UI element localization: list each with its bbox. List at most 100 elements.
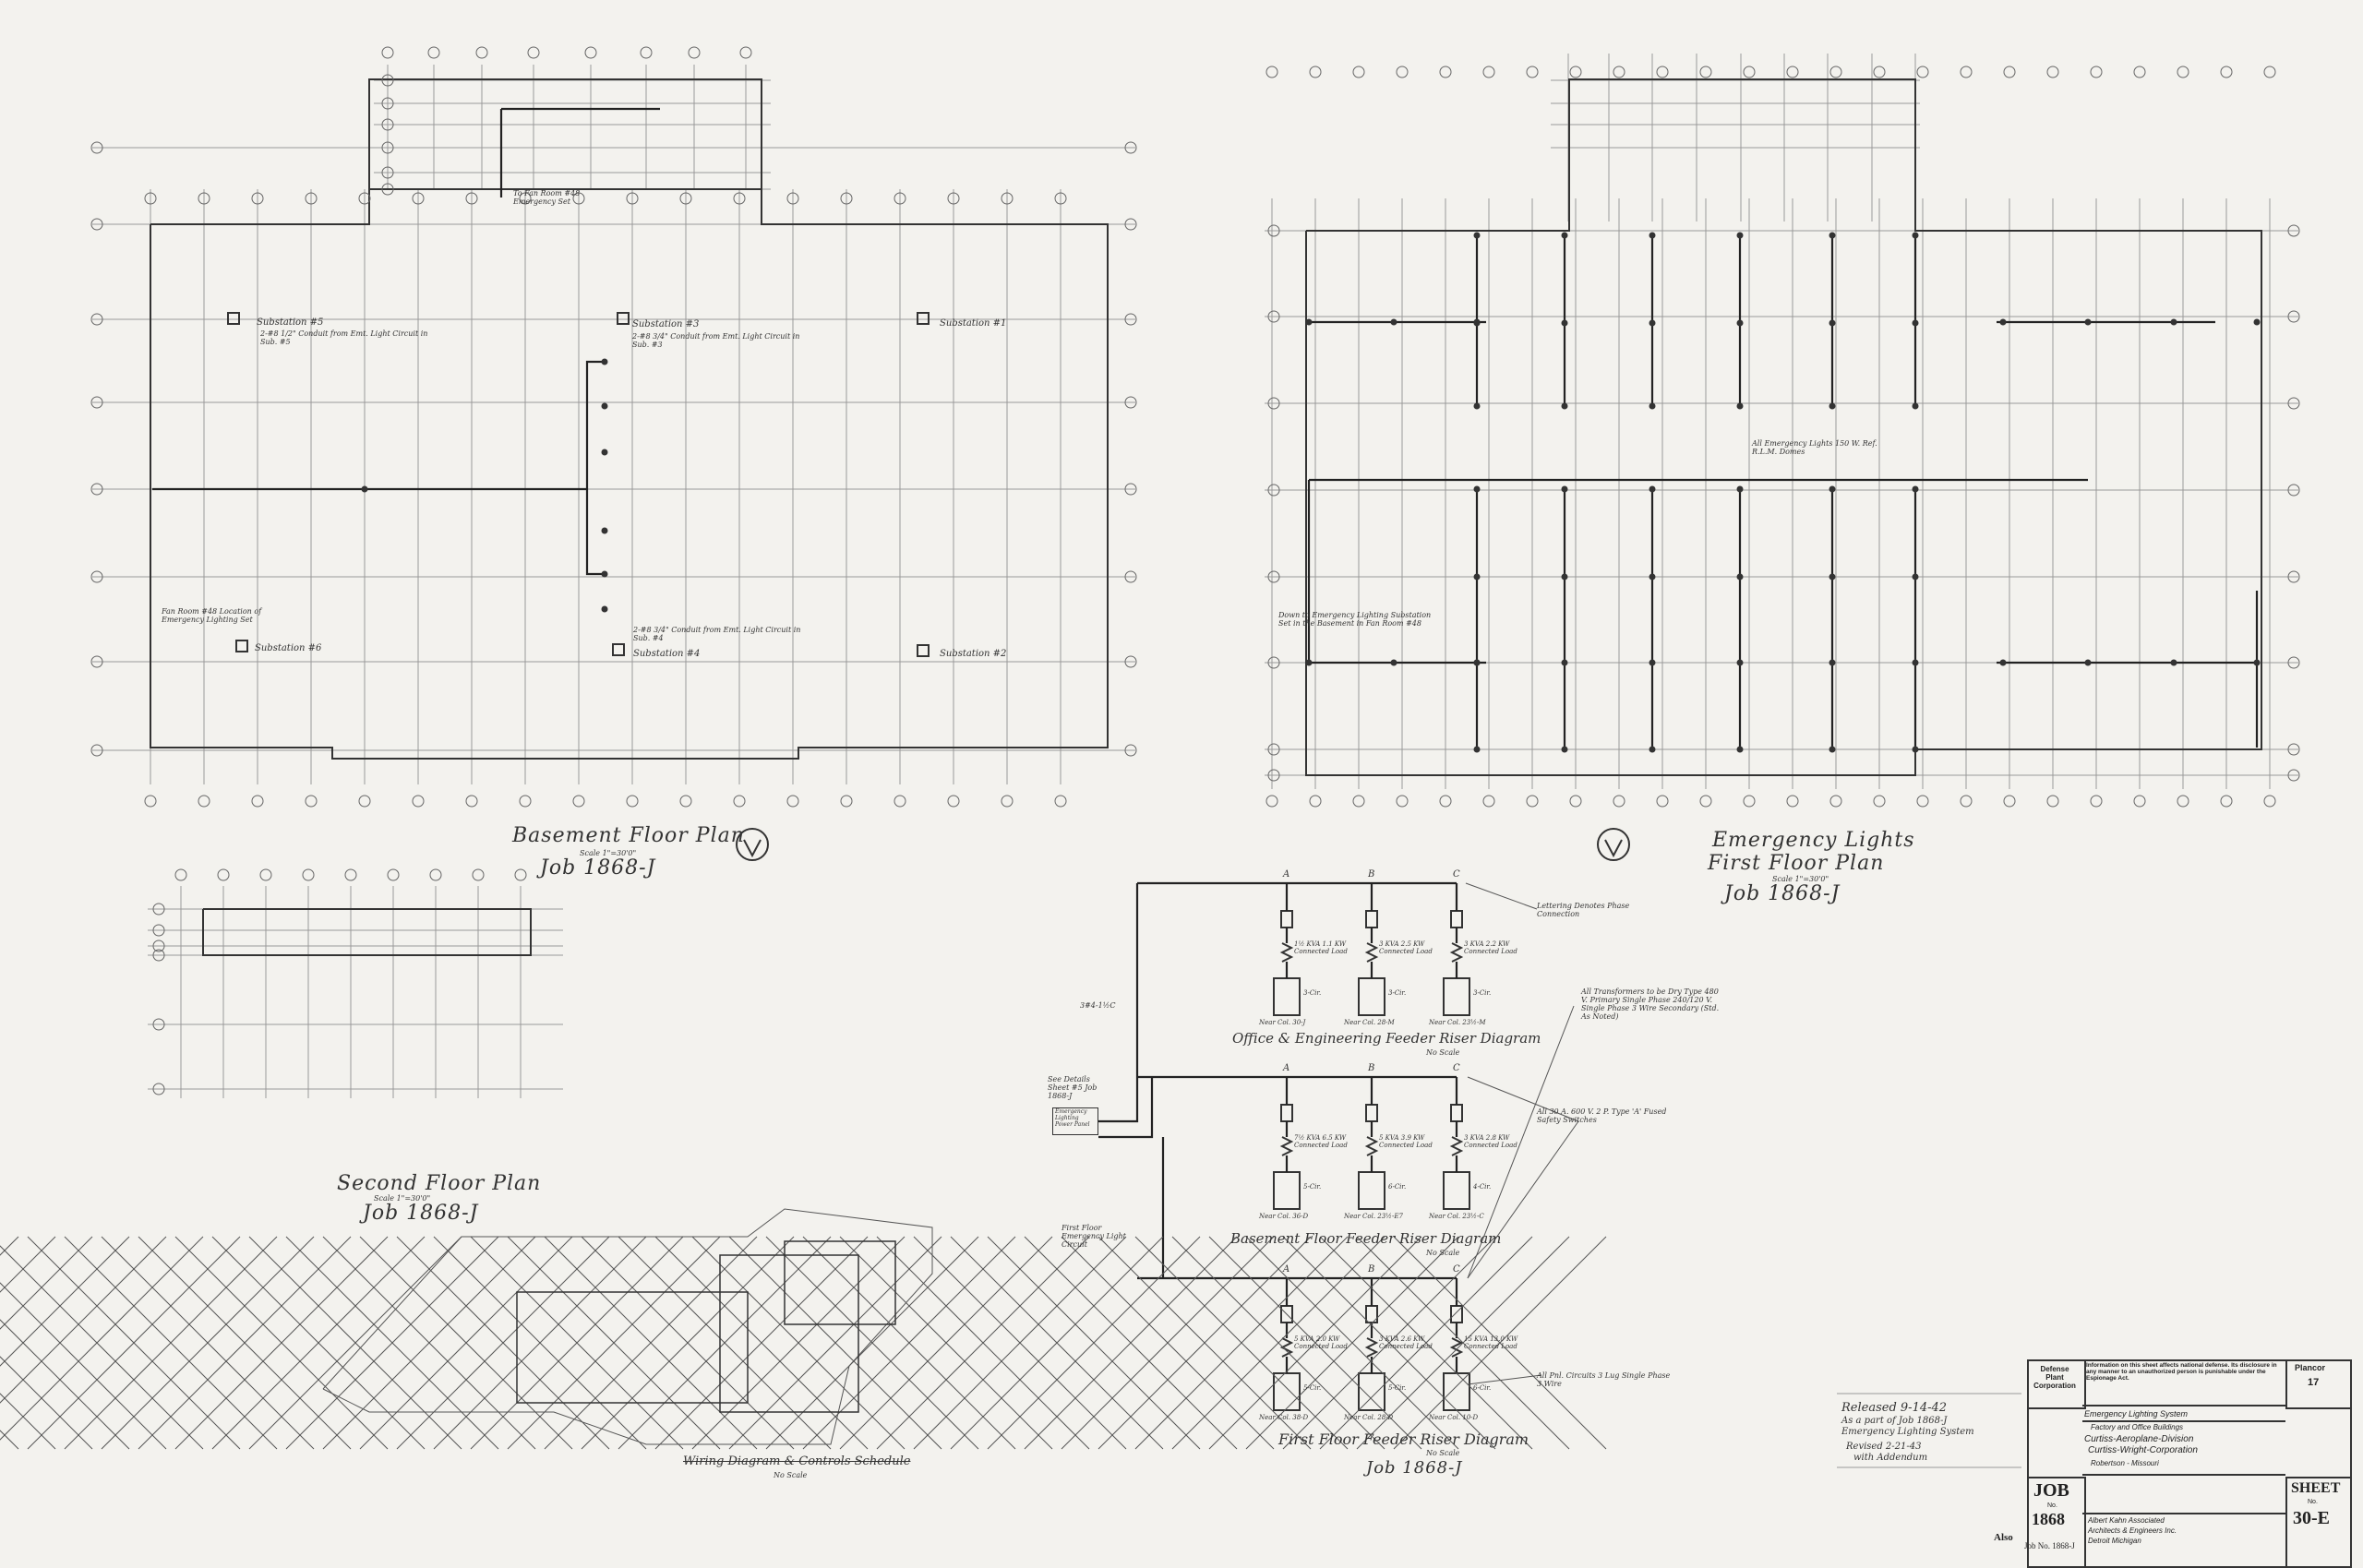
grid-bubble — [152, 949, 165, 962]
grid-bubble — [1267, 224, 1280, 237]
light-fixture — [1390, 318, 1397, 326]
grid-bubble — [1267, 484, 1280, 497]
basement-outline — [150, 188, 1109, 760]
grid-bubble — [584, 46, 597, 59]
grid-bubble — [2133, 795, 2146, 808]
grid-bubble — [90, 218, 103, 231]
first-floor-outline — [1305, 78, 2262, 776]
light-fixture — [1473, 402, 1481, 410]
basement-plan-scale: Scale 1"=30'0" — [580, 849, 637, 857]
wiring-hatch — [1171, 1236, 1385, 1450]
grid-bubble — [840, 795, 853, 808]
safety-switch — [1450, 1104, 1463, 1122]
wiring-hatch — [691, 1236, 906, 1450]
riser-location-label: Near Col. 10-D — [1429, 1414, 1479, 1421]
safety-switch — [1365, 910, 1378, 928]
lighting-panel — [1443, 1171, 1470, 1210]
grid-bubble — [1124, 218, 1137, 231]
transformer-coil — [1279, 1136, 1294, 1156]
released-line5: with Addendum — [1853, 1453, 1928, 1463]
riser-circuit-label: 4-Cir. — [1473, 1183, 1492, 1191]
light-fixture — [1305, 318, 1313, 326]
basement-plan-job: Job 1868-J — [540, 856, 656, 880]
grid-bubble — [2287, 656, 2300, 669]
emergency-power-panel-box — [1052, 1107, 1098, 1135]
grid-bubble — [1309, 66, 1322, 78]
grid-bubble — [90, 570, 103, 583]
light-fixture — [1561, 573, 1568, 581]
riser-circuit-label: 5-Cir. — [1303, 1183, 1322, 1191]
job-label: JOB — [2033, 1480, 2069, 1501]
light-fixture — [1829, 232, 1836, 239]
grid-bubble — [679, 795, 692, 808]
light-fixture — [601, 358, 608, 365]
light-fixture — [2170, 659, 2177, 666]
light-fixture — [1912, 485, 1919, 493]
basement-plan-title: Basement Floor Plan — [512, 824, 745, 847]
north-arrow — [1597, 828, 1630, 861]
grid-bubble — [472, 868, 485, 881]
grid-bubble — [1265, 66, 1278, 78]
wiring-hatch — [1134, 1236, 1349, 1450]
grid-bubble — [1656, 795, 1669, 808]
substation-symbol — [917, 312, 930, 325]
wiring-hatch — [0, 1430, 19, 1450]
first-floor-heading: Emergency Lights — [1712, 829, 1915, 852]
riser-note-details: See Details Sheet #5 Job 1868-J — [1048, 1075, 1098, 1100]
light-fixture — [1649, 319, 1656, 327]
grid-bubble — [1743, 795, 1756, 808]
grid-bubble — [1124, 570, 1137, 583]
wiring-hatch — [0, 1236, 130, 1367]
grid-bubble — [1001, 795, 1014, 808]
sheet-label: SHEET — [2291, 1480, 2341, 1496]
grid-bubble — [381, 141, 394, 154]
wiring-hatch — [1208, 1236, 1422, 1450]
riser-transformer-label: 1½ KVA 1.1 KW Connected Load — [1294, 940, 1348, 955]
grid-bubble — [1439, 66, 1452, 78]
grid-bubble — [894, 192, 906, 205]
safety-switch — [1280, 910, 1293, 928]
grid-bubble — [1613, 66, 1625, 78]
light-fixture — [1912, 319, 1919, 327]
office-riser-title: Office & Engineering Feeder Riser Diagra… — [1232, 1030, 1541, 1047]
substation-4-label: Substation #4 — [633, 649, 701, 659]
grid-bubble — [1309, 795, 1322, 808]
riser-phase-label: C — [1453, 1063, 1460, 1073]
grid-bubble — [1439, 795, 1452, 808]
light-fixture — [1649, 746, 1656, 753]
wiring-hatch — [544, 1236, 758, 1450]
grid-bubble — [152, 1018, 165, 1031]
title-city: Detroit Michigan — [2088, 1537, 2141, 1545]
riser-transformer-label: 3 KVA 2.6 KW Connected Load — [1379, 1335, 1433, 1350]
grid-bubble — [427, 46, 440, 59]
fan-room-top-note: To Fan Room #48 Emergency Set — [513, 189, 581, 206]
grid-bubble — [1786, 66, 1799, 78]
wiring-hatch — [470, 1236, 684, 1450]
light-fixture — [1912, 573, 1919, 581]
grid-bubble — [152, 940, 165, 952]
light-fixture — [1473, 318, 1481, 326]
riser-circuit-label: 3-Cir. — [1388, 989, 1407, 997]
grid-bubble — [381, 183, 394, 196]
riser-feeder-label: 3#4-1½C — [1080, 1001, 1116, 1010]
light-fixture — [1829, 659, 1836, 666]
grid-bubble — [1482, 795, 1495, 808]
grid-bubble — [1396, 795, 1409, 808]
first-riser-title: First Floor Feeder Riser Diagram — [1278, 1430, 1529, 1448]
title-architect-2: Architects & Engineers Inc. — [2088, 1526, 2177, 1535]
light-fixture — [1912, 659, 1919, 666]
riser-transformer-label: 3 KVA 2.5 KW Connected Load — [1379, 940, 1433, 955]
grid-bubble — [519, 192, 532, 205]
grid-bubble — [2287, 484, 2300, 497]
riser-note-panels: All Pnl. Circuits 3 Lug Single Phase 3 W… — [1537, 1371, 1671, 1388]
light-fixture — [1912, 232, 1919, 239]
grid-bubble — [2046, 66, 2059, 78]
plancor-label: Plancor — [2295, 1363, 2326, 1372]
riser-location-label: Near Col. 30-J — [1259, 1019, 1306, 1026]
grid-bubble — [1124, 655, 1137, 668]
grid-bubble — [251, 192, 264, 205]
grid-bubble — [174, 868, 187, 881]
grid-bubble — [1267, 310, 1280, 323]
transformer-coil — [1364, 1337, 1379, 1358]
